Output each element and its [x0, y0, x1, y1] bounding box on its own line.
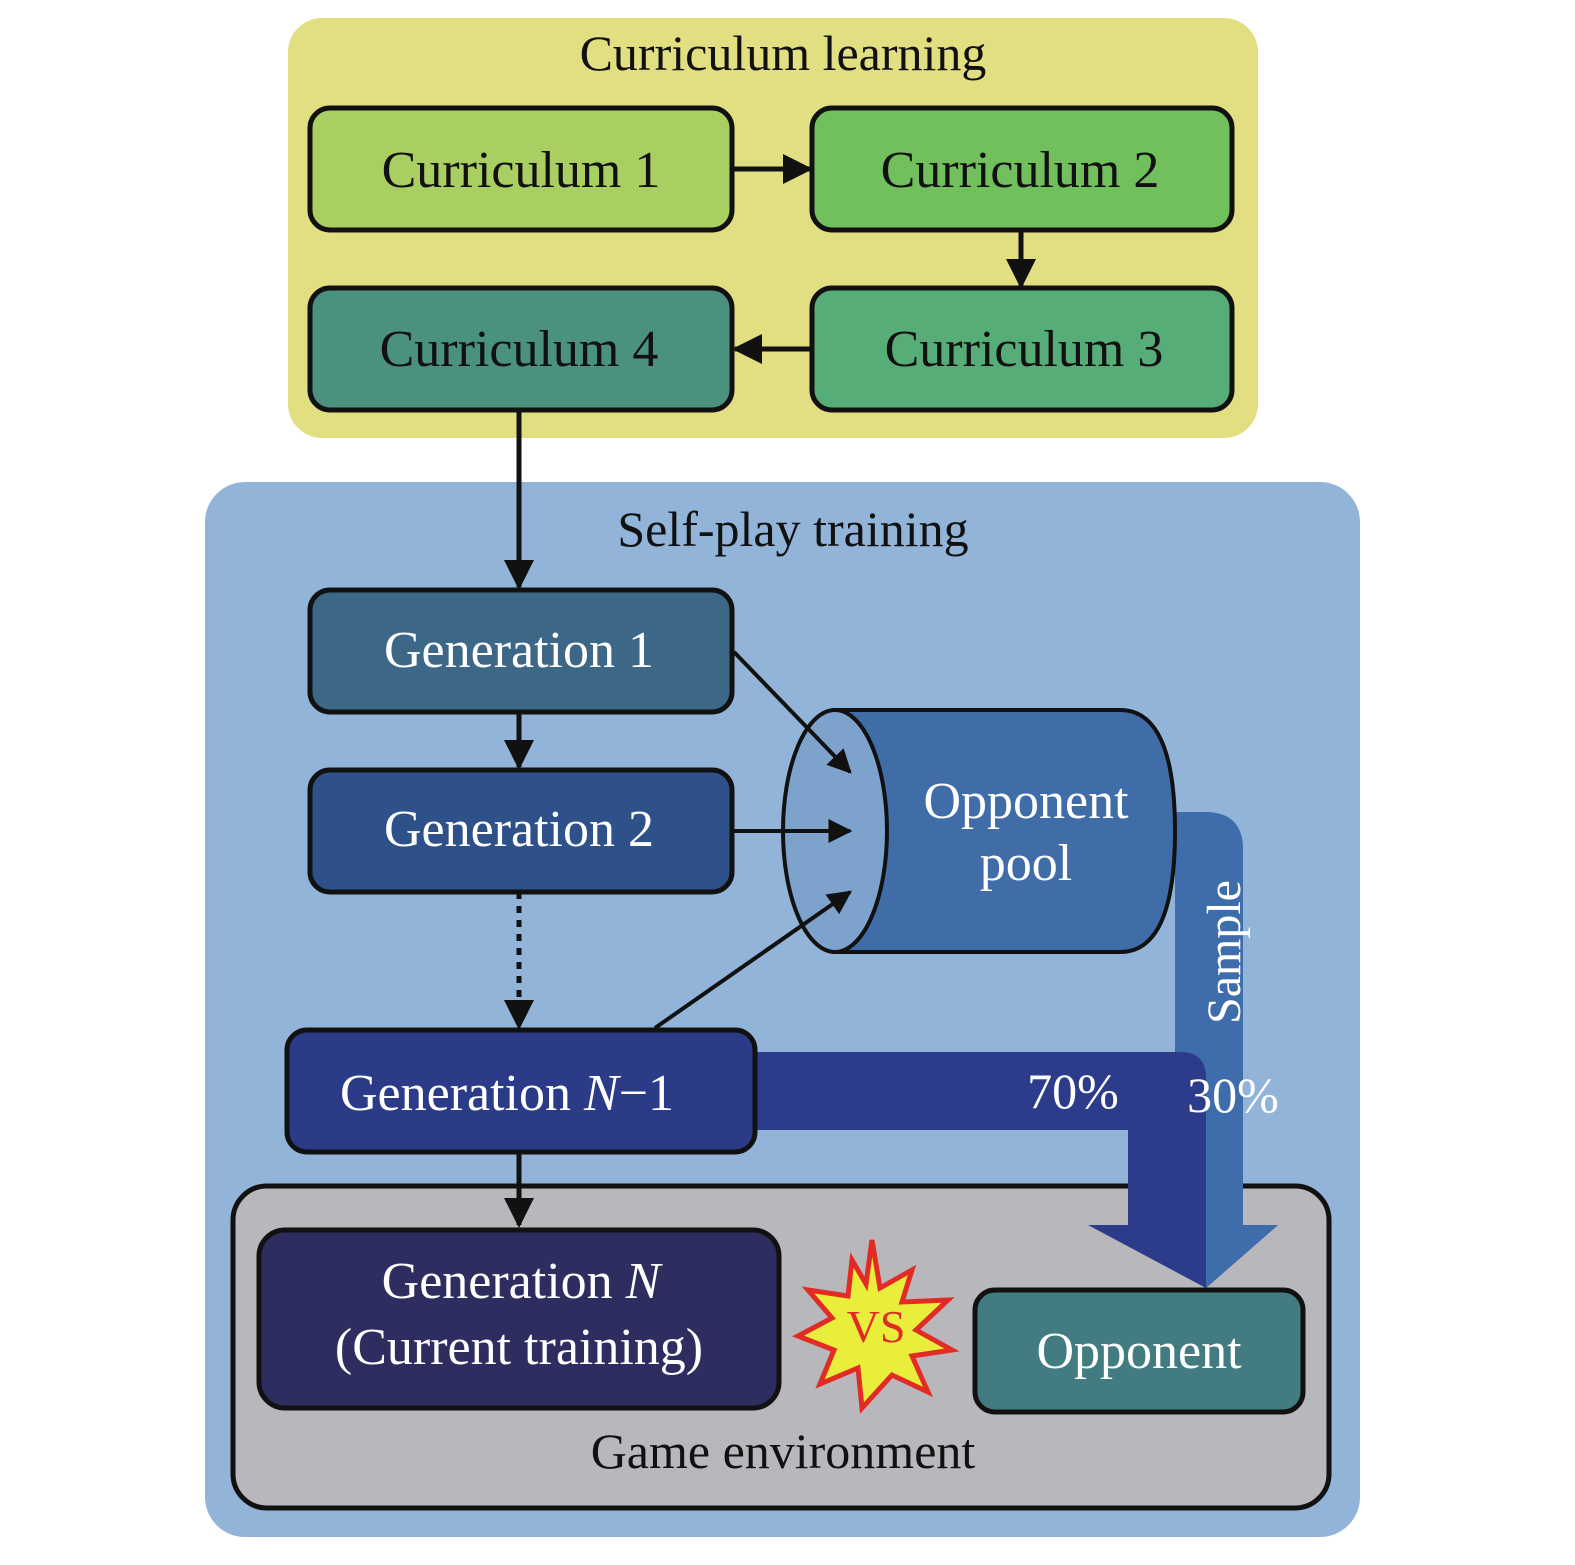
opponent-pool-cylinder: Opponent pool: [781, 708, 1178, 954]
svg-text:Generation N: Generation N: [382, 1253, 664, 1310]
opponent-box: Opponent: [972, 1287, 1306, 1415]
curriculum-box-1: Curriculum 1: [307, 105, 735, 233]
svg-text:Generation 1: Generation 1: [384, 622, 654, 679]
arrow-g1-pool: [732, 650, 852, 774]
generation-n-minus-1-box: Generation N−1: [284, 1027, 758, 1155]
curriculum-title: Curriculum learning: [580, 25, 987, 81]
curriculum-box-4: Curriculum 4: [307, 285, 735, 413]
sample-label: Sample: [1198, 880, 1251, 1024]
arrow-gn1-pool: [653, 890, 852, 1030]
sample-arrow-body: [1170, 812, 1278, 1288]
vs-label: VS: [847, 1301, 906, 1352]
generation-2-box: Generation 2: [307, 767, 735, 895]
svg-text:Curriculum 1: Curriculum 1: [382, 142, 661, 199]
svg-text:Generation 2: Generation 2: [384, 801, 654, 858]
pct-70-label: 70%: [1027, 1063, 1119, 1119]
svg-text:Curriculum 2: Curriculum 2: [881, 142, 1160, 199]
svg-text:Generation N−1: Generation N−1: [340, 1065, 674, 1122]
curriculum-box-3: Curriculum 3: [809, 285, 1235, 413]
svg-text:Opponent: Opponent: [923, 773, 1129, 830]
main-arrow-70: [756, 1052, 1206, 1288]
svg-text:pool: pool: [980, 835, 1072, 892]
svg-text:(Current training): (Current training): [335, 1319, 703, 1376]
pct-30-label: 30%: [1187, 1067, 1279, 1123]
selfplay-title: Self-play training: [617, 501, 968, 557]
generation-n-current-box: Generation N (Current training): [256, 1227, 782, 1411]
svg-text:Opponent: Opponent: [1036, 1323, 1242, 1380]
svg-text:Curriculum 3: Curriculum 3: [885, 321, 1164, 378]
svg-text:Curriculum 4: Curriculum 4: [380, 321, 659, 378]
game-environment-title: Game environment: [591, 1423, 976, 1479]
vs-burst-icon: VS: [791, 1239, 960, 1414]
curriculum-box-2: Curriculum 2: [809, 105, 1235, 233]
generation-1-box: Generation 1: [307, 587, 735, 715]
